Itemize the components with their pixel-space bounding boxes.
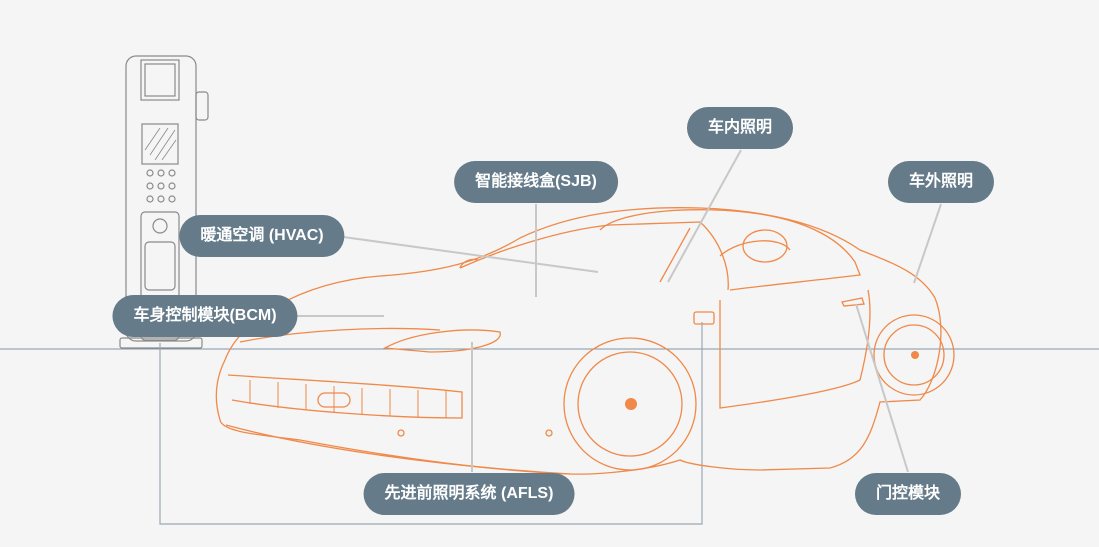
label-door-module: 门控模块 <box>854 473 962 515</box>
label-afls: 先进前照明系统 (AFLS) <box>363 473 575 515</box>
label-hvac: 暖通空调 (HVAC) <box>179 215 345 257</box>
rear-wheel-hub <box>911 351 919 359</box>
front-wheel-hub <box>625 398 637 410</box>
label-interior-lighting: 车内照明 <box>686 107 794 149</box>
label-smart-junction-box: 智能接线盒(SJB) <box>454 161 618 203</box>
label-body-control-module: 车身控制模块(BCM) <box>112 295 298 337</box>
car-illustration <box>215 207 955 475</box>
wiring-harness <box>159 322 703 525</box>
label-exterior-lighting: 车外照明 <box>887 161 995 203</box>
leader-lines <box>286 149 942 473</box>
charging-station <box>119 55 209 349</box>
